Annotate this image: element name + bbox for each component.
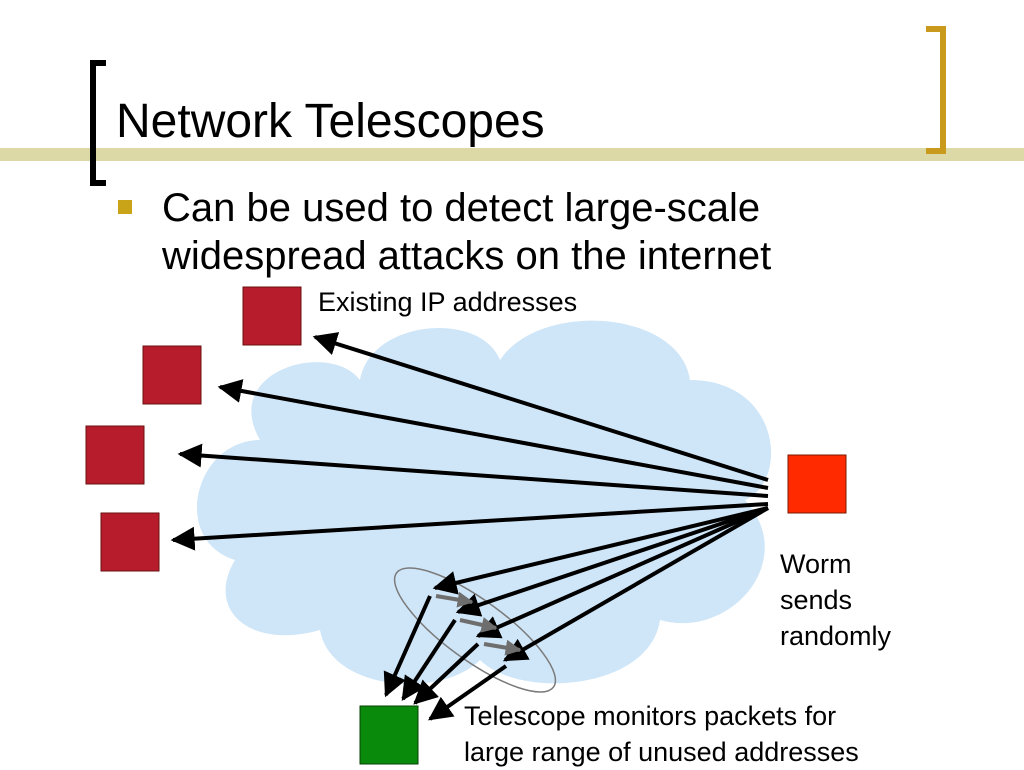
existing-ip-addresses-label: Existing IP addresses [318, 287, 578, 317]
slide-title: Network Telescopes [116, 95, 545, 148]
arrow-to-telescope-host-3 [413, 642, 480, 705]
telescope-label-line: Telescope monitors packets for [464, 701, 837, 731]
arrow-to-telescope-host-2 [401, 618, 457, 702]
arrow-to-telescope-range-4 [502, 506, 770, 662]
captured-packet-arrow-2 [459, 617, 498, 633]
cloud-shape [196, 320, 772, 684]
bullet-text: Can be used to detect large-scale widesp… [162, 186, 772, 278]
existing-host-1 [242, 286, 302, 346]
right-bracket-decoration [926, 26, 946, 154]
telescope-address-range-ellipse [393, 567, 557, 693]
captured-packet-arrow-3 [483, 639, 522, 656]
telescope-host [359, 705, 419, 765]
telescope-label-line: large range of unused addresses [464, 737, 859, 767]
arrow-to-existing-host-2 [217, 379, 769, 490]
arrow-to-telescope-range-3 [475, 506, 769, 639]
worm-sends-randomly-label: Worm sends randomly [780, 546, 891, 654]
left-bracket-decoration [90, 60, 106, 186]
arrow-to-existing-host-3 [177, 443, 769, 498]
bullet-square-icon [118, 200, 132, 214]
worm-label-line: randomly [780, 621, 892, 651]
arrow-to-telescope-range-2 [455, 506, 769, 617]
arrow-to-telescope-host-1 [383, 595, 432, 698]
arrow-to-existing-host-4 [170, 502, 769, 551]
worm-label-line: Worm [780, 549, 852, 579]
captured-packet-arrow-1 [435, 591, 474, 608]
arrow-to-existing-host-1 [312, 332, 769, 482]
arrow-to-telescope-range-1 [432, 506, 769, 595]
title-underline-bar [0, 148, 1024, 161]
worm-label-line: sends [780, 585, 853, 615]
existing-host-3 [85, 425, 145, 485]
telescope-monitors-label: Telescope monitors packets for large ran… [464, 698, 859, 770]
existing-host-2 [142, 345, 202, 405]
existing-host-4 [100, 512, 160, 572]
arrow-to-telescope-host-4 [428, 664, 508, 721]
worm-host [787, 454, 847, 514]
